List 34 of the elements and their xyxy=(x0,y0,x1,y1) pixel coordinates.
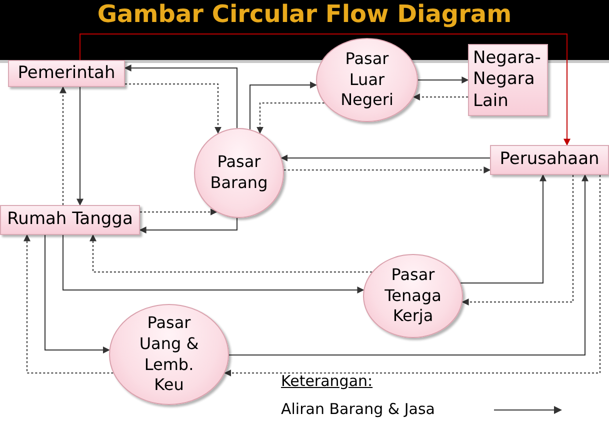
arrow xyxy=(418,76,469,84)
node-label: Pemerintah xyxy=(18,62,116,84)
node-label: Negara- Negara Lain xyxy=(473,48,542,112)
arrow xyxy=(280,154,490,162)
title: Gambar Circular Flow Diagram xyxy=(96,0,513,28)
arrow xyxy=(412,94,468,100)
arrow xyxy=(139,217,238,234)
arrow xyxy=(462,174,574,306)
node-label: Pasar Luar Negeri xyxy=(340,48,394,112)
legend-text: Aliran Barang & Jasa xyxy=(281,400,435,418)
market-ellipse xyxy=(194,128,284,218)
arrow xyxy=(283,166,491,174)
arrow xyxy=(250,82,318,130)
arrow xyxy=(60,86,66,206)
legend-heading: Keterangan: xyxy=(281,372,373,390)
arrow xyxy=(80,34,570,146)
node-label: Perusahaan xyxy=(500,149,600,171)
process-box xyxy=(0,205,140,235)
arrow xyxy=(140,208,218,216)
process-box xyxy=(8,60,125,87)
arrow xyxy=(24,234,114,374)
arrow xyxy=(460,174,546,284)
arrow xyxy=(44,234,110,354)
arrow xyxy=(62,234,364,294)
node-label: Pasar Tenaga Kerja xyxy=(384,264,442,328)
arrow xyxy=(124,84,222,134)
arrow xyxy=(124,64,238,129)
process-box xyxy=(468,44,548,116)
arrow xyxy=(76,86,84,206)
node-label: Pasar Uang & Lemb. Keu xyxy=(138,312,200,396)
node-label: Pasar Barang xyxy=(209,152,269,194)
arrow xyxy=(90,234,372,272)
node-label: Rumah Tangga xyxy=(7,209,133,231)
process-box xyxy=(490,145,609,175)
